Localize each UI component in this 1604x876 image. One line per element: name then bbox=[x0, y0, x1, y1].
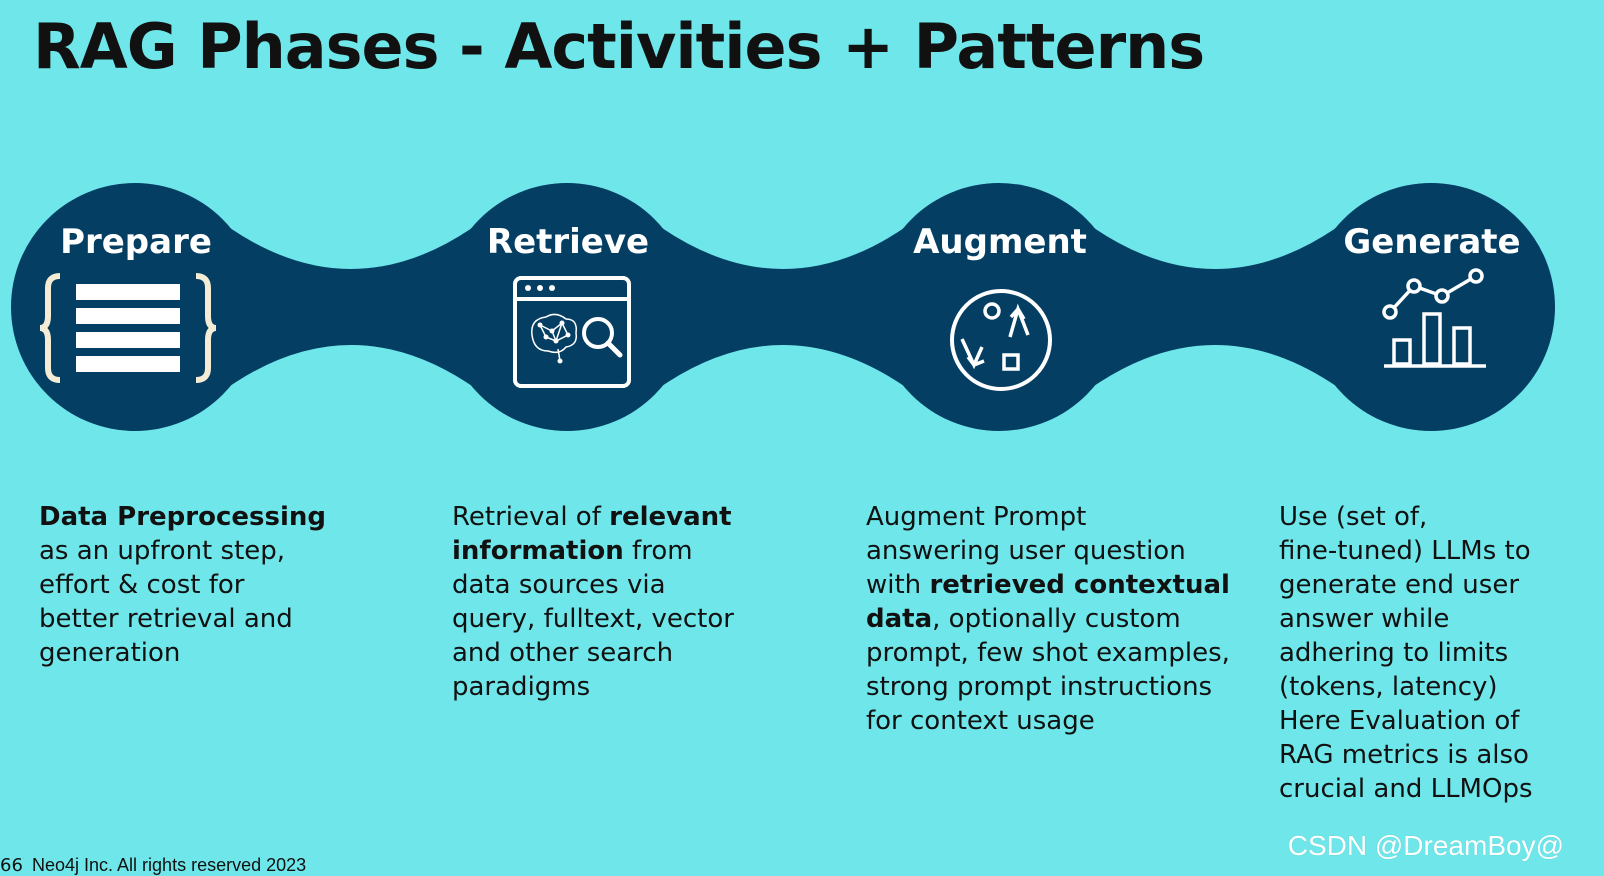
desc-text-run: Data Preprocessing bbox=[39, 502, 326, 532]
desc-text-run: effort & cost for bbox=[39, 570, 245, 600]
desc-text-run: , optionally custom bbox=[932, 604, 1181, 634]
phase-label-prepare: Prepare bbox=[60, 222, 212, 262]
desc-text-run: as an upfront step, bbox=[39, 536, 286, 566]
desc-text-run: better retrieval and bbox=[39, 604, 293, 634]
desc-text-run: paradigms bbox=[452, 672, 591, 702]
desc-text-run: Retrieval of bbox=[452, 502, 610, 532]
desc-text-run: RAG metrics is also bbox=[1279, 740, 1529, 770]
phase-desc-retrieve: Retrieval of relevant information from dat… bbox=[452, 500, 822, 704]
desc-text-run: generate end user bbox=[1279, 570, 1520, 600]
braces-list-icon bbox=[39, 273, 217, 383]
copyright-footer: Neo4j Inc. All rights reserved 2023 bbox=[32, 855, 307, 875]
circle-shapes-arrows-icon bbox=[950, 289, 1052, 391]
phase-desc-prepare: Data Preprocessing as an upfront step, eff… bbox=[39, 500, 409, 670]
desc-text-run: data bbox=[866, 604, 933, 634]
phase-label-generate: Generate bbox=[1343, 222, 1521, 262]
phase-label-augment: Augment bbox=[913, 222, 1087, 262]
desc-text-run: query, fulltext, vector bbox=[452, 604, 734, 634]
desc-text-run: strong prompt instructions bbox=[866, 672, 1213, 702]
desc-text-run: from bbox=[623, 536, 693, 566]
desc-text-run: generation bbox=[39, 638, 181, 668]
desc-text-run: adhering to limits bbox=[1279, 638, 1509, 668]
watermark: CSDN @DreamBoy@ bbox=[1287, 830, 1564, 861]
line-bar-chart-icon bbox=[1382, 268, 1486, 368]
phase-desc-augment: Augment Prompt answering user question wit… bbox=[866, 500, 1236, 738]
desc-text-run: with bbox=[866, 570, 930, 600]
desc-text-run: prompt, few shot examples, bbox=[866, 638, 1230, 668]
page-number: 66 bbox=[0, 855, 23, 876]
desc-text-run: information bbox=[452, 536, 624, 566]
phase-desc-generate: Use (set of, fine-tuned) LLMs to generate … bbox=[1279, 500, 1604, 806]
phase-label-retrieve: Retrieve bbox=[486, 222, 650, 262]
desc-text-run: (tokens, latency) bbox=[1279, 672, 1498, 702]
desc-text-run: retrieved contextual bbox=[929, 570, 1230, 600]
desc-text-run: Here Evaluation of bbox=[1279, 706, 1520, 736]
page-title: RAG Phases - Activities + Patterns bbox=[33, 10, 1205, 83]
desc-text-run: Augment Prompt bbox=[866, 502, 1087, 532]
browser-brain-search-icon bbox=[513, 276, 631, 388]
desc-text-run: relevant bbox=[609, 502, 732, 532]
phase-chain bbox=[11, 183, 1555, 431]
desc-text-run: crucial and LLMOps bbox=[1279, 774, 1533, 804]
desc-text-run: Use (set of, bbox=[1279, 502, 1428, 532]
desc-text-run: and other search bbox=[452, 638, 674, 668]
desc-text-run: for context usage bbox=[866, 706, 1095, 736]
desc-text-run: fine-tuned) LLMs to bbox=[1279, 536, 1531, 566]
desc-text-run: answering user question bbox=[866, 536, 1186, 566]
desc-text-run: data sources via bbox=[452, 570, 666, 600]
desc-text-run: answer while bbox=[1279, 604, 1450, 634]
